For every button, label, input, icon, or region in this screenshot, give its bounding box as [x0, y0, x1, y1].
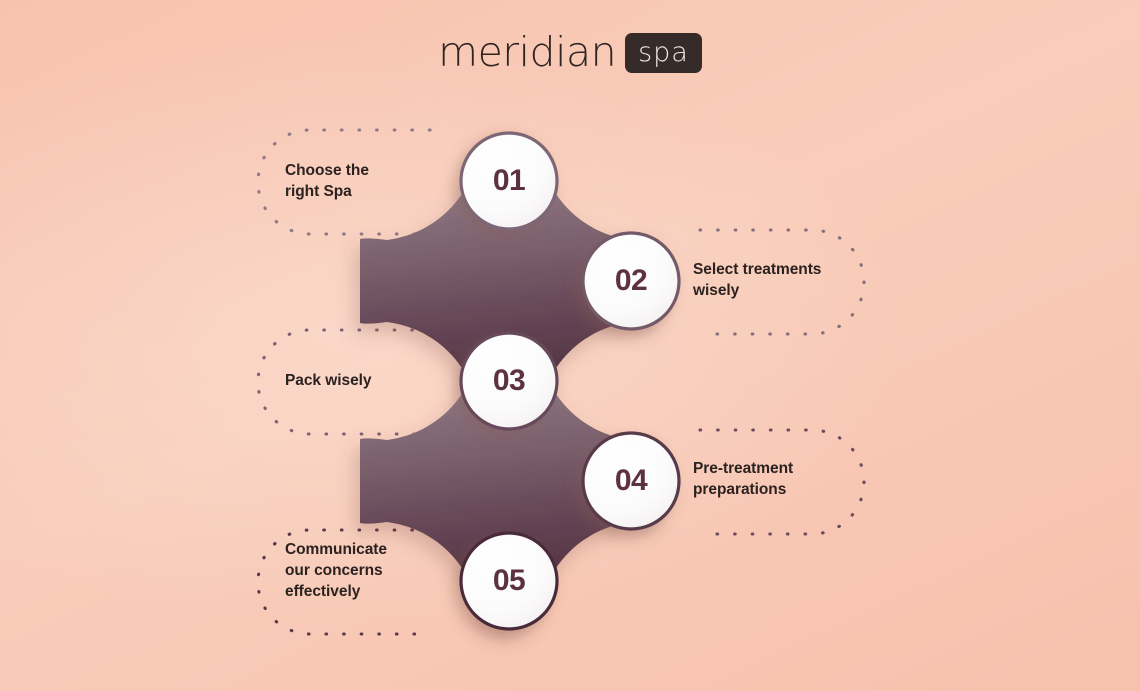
dotted-capsules: [256, 128, 866, 636]
step-circle-04[interactable]: [581, 431, 681, 531]
dotted-capsule-01: [256, 128, 432, 236]
step-circles: [459, 131, 681, 631]
brand-word: meridian: [438, 28, 617, 76]
dotted-capsule-05: [256, 528, 432, 636]
step-number-03: 03: [492, 364, 526, 397]
dotted-capsule-03: [256, 328, 432, 436]
step-number-05: 05: [492, 564, 526, 597]
ribbon-body-lower: [360, 332, 658, 630]
step-circle-05[interactable]: [459, 531, 559, 631]
step-label-02: Select treatments wisely: [693, 261, 822, 300]
ribbon-body: [360, 132, 658, 430]
brand-badge: spa: [625, 32, 702, 73]
brand-logo: meridian spa: [0, 32, 1140, 73]
step-circle-03[interactable]: [459, 331, 559, 431]
step-number-01: 01: [492, 164, 526, 197]
step-circle-01[interactable]: [459, 131, 559, 231]
step-label-03: Pack wisely: [285, 372, 372, 389]
step-circle-02[interactable]: [581, 231, 681, 331]
step-label-04: Pre-treatment preparations: [693, 460, 794, 499]
dotted-capsule-02: [698, 228, 866, 336]
dotted-capsule-04: [698, 428, 866, 536]
step-label-05: Communicate our concerns effectively: [285, 541, 387, 601]
connector-ribbon: [360, 132, 658, 630]
step-number-04: 04: [614, 464, 648, 497]
step-label-01: Choose the right Spa: [285, 162, 369, 201]
brand-badge-label: spa: [638, 36, 689, 68]
step-number-02: 02: [614, 264, 648, 297]
